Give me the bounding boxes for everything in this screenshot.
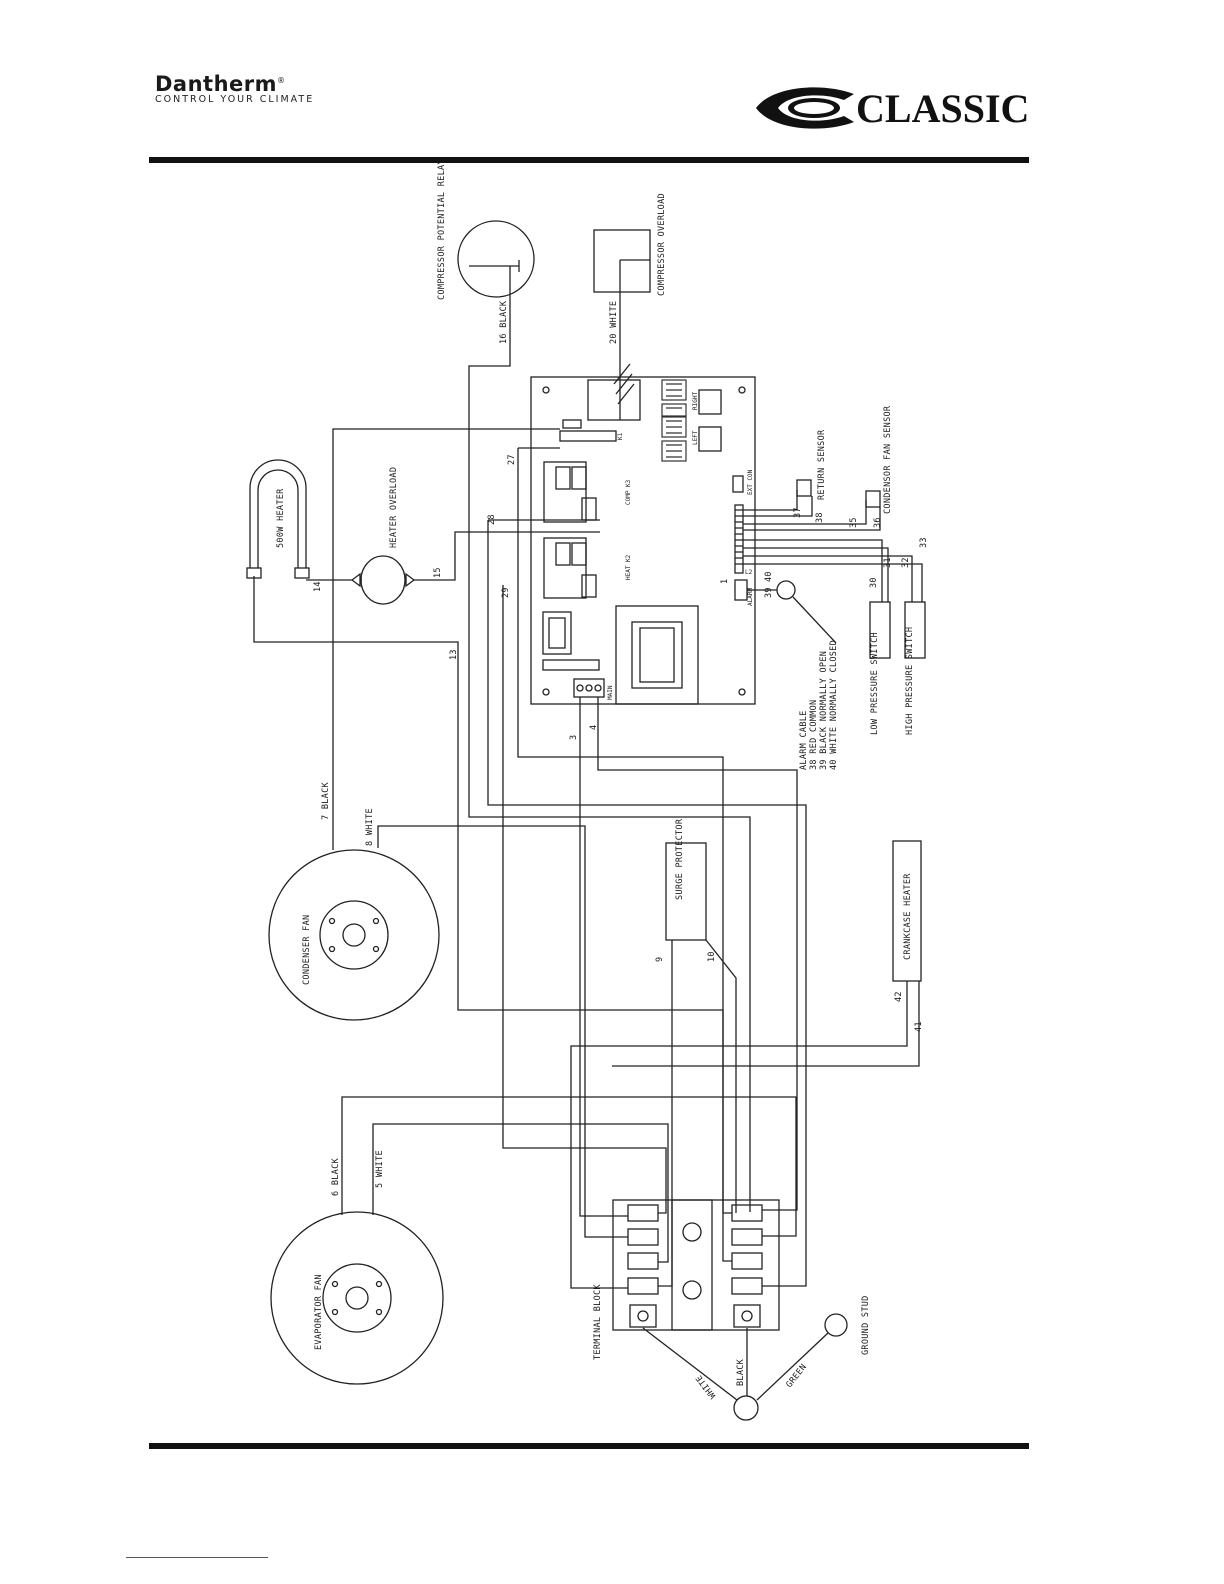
wire-9-label: 9 <box>655 957 665 962</box>
wire-15-label: 15 <box>433 567 443 578</box>
alarm-38-label: 38 RED COMMON <box>809 700 819 770</box>
power-cable <box>642 1327 829 1421</box>
wire-5-label: 5 WHITE <box>375 1150 385 1188</box>
alarm-cable-plug <box>776 580 796 600</box>
wire-6-label: 6 BLACK <box>331 1157 341 1196</box>
wire-39-label: 39 <box>764 587 774 598</box>
condenser-fan-label: CONDENSER FAN <box>302 915 312 985</box>
ground-stud-label: GROUND STUD <box>861 1295 871 1355</box>
alarm-40-label: 40 WHITE NORMALLY CLOSED <box>829 640 839 770</box>
condenser-fan-sensor: CONDENSOR FAN SENSOR <box>865 405 893 514</box>
crankcase-heater: CRANKCASE HEATER <box>892 840 922 982</box>
heater-label: 500W HEATER <box>276 488 286 548</box>
wire-4-label: 4 <box>589 725 599 730</box>
alarm-cable-label: ALARM CABLE <box>799 710 809 770</box>
high-pressure-switch: HIGH PRESSURE SWITCH <box>904 601 926 735</box>
high-pressure-switch-label: HIGH PRESSURE SWITCH <box>905 627 915 735</box>
wire-38-label: 38 <box>815 512 825 523</box>
left-display: LEFT <box>661 416 699 462</box>
wire-10-label: 10 <box>707 951 717 962</box>
wire-7-label: 7 BLACK <box>321 781 331 820</box>
compressor-relay-label: COMPRESSOR POTENTIAL RELAY <box>437 159 447 300</box>
right-display: RIGHT <box>661 379 699 417</box>
crankcase-heater-label: CRANKCASE HEATER <box>903 873 913 960</box>
footer-link-line <box>126 1557 268 1558</box>
wire-black-label: BLACK <box>736 1358 746 1386</box>
brand-name: Dantherm® <box>155 72 286 96</box>
wire-13-label: 13 <box>449 649 459 660</box>
wire-green-label: GREEN <box>784 1362 809 1390</box>
wire-28-label: 28 <box>487 514 497 525</box>
wire-42-label: 42 <box>894 991 904 1002</box>
return-sensor-label: RETURN SENSOR <box>817 429 827 500</box>
wire-41-label: 41 <box>914 1021 924 1032</box>
heater-overload-label: HEATER OVERLOAD <box>389 467 399 548</box>
wire-29-label: 29 <box>501 587 511 598</box>
wire-27-label: 27 <box>507 454 517 465</box>
footer-rule <box>149 1443 1029 1449</box>
wire-36-label: 36 <box>873 517 883 528</box>
comp-k3-label: COMP K3 <box>625 479 632 505</box>
condenser-fan-sensor-label: CONDENSOR FAN SENSOR <box>883 405 893 514</box>
surge-protector: SURGE PROTECTOR <box>665 818 707 941</box>
wire-16-label: 16 BLACK <box>499 300 509 344</box>
wire-35-label: 35 <box>849 517 859 528</box>
heater-overload: HEATER OVERLOAD <box>350 467 416 605</box>
wire-1-label: 1 <box>720 579 730 584</box>
right-button <box>698 389 722 415</box>
ground-stud: GROUND STUD <box>824 1295 871 1355</box>
compressor-overload: COMPRESSOR OVERLOAD <box>593 193 667 296</box>
wire-14-label: 14 <box>313 581 323 592</box>
classic-logo: CLASSIC <box>756 86 1029 131</box>
transformer <box>615 605 699 705</box>
left-display-label: LEFT <box>692 430 699 445</box>
wire-37-label: 37 <box>793 507 803 518</box>
evaporator-fan-label: EVAPORATOR FAN <box>314 1274 324 1350</box>
classic-logo-text: CLASSIC <box>856 86 1029 131</box>
compressor-relay: COMPRESSOR POTENTIAL RELAY <box>437 159 535 300</box>
alarm-cable-legend: ALARM CABLE 38 RED COMMON 39 BLACK NORMA… <box>799 640 839 770</box>
wire-8-label: 8 WHITE <box>365 808 375 846</box>
wire-33-label: 33 <box>919 537 929 548</box>
header-rule <box>149 157 1029 163</box>
low-pressure-switch-label: LOW PRESSURE SWITCH <box>870 632 880 735</box>
evaporator-fan: EVAPORATOR FAN <box>270 1211 444 1385</box>
wire-20-label: 20 WHITE <box>609 301 619 344</box>
heater: 500W HEATER <box>246 459 310 579</box>
alarm-label: ALARM <box>747 588 754 606</box>
left-button <box>698 426 722 452</box>
classic-swoosh-icon <box>756 87 854 129</box>
heat-k2-label: HEAT K2 <box>625 554 632 580</box>
wire-40-label: 40 <box>764 571 774 582</box>
right-display-label: RIGHT <box>692 392 699 410</box>
brand-tagline: CONTROL YOUR CLIMATE <box>155 94 315 105</box>
controller-board: LEFT RIGHT K1 COMP K3 HEAT K2 <box>530 376 756 705</box>
low-pressure-switch: LOW PRESSURE SWITCH <box>869 601 891 735</box>
return-sensor: RETURN SENSOR <box>796 429 827 500</box>
terminal-block-label: TERMINAL BLOCK <box>593 1284 603 1360</box>
terminal-block: TERMINAL BLOCK <box>593 1199 780 1360</box>
compressor-overload-label: COMPRESSOR OVERLOAD <box>657 193 667 296</box>
dantherm-logo: Dantherm® CONTROL YOUR CLIMATE <box>155 72 314 105</box>
alarm-39-label: 39 BLACK NORMALLY OPEN <box>819 651 829 770</box>
surge-protector-label: SURGE PROTECTOR <box>675 818 685 900</box>
main-label: MAIN <box>607 685 614 700</box>
condenser-fan: CONDENSER FAN <box>268 849 440 1021</box>
wire-32-label: 32 <box>901 557 911 568</box>
wire-30-label: 30 <box>869 577 879 588</box>
l2-label: L2 <box>745 569 753 576</box>
wire-31-label: 31 <box>883 557 893 568</box>
k1-label: K1 <box>617 432 624 440</box>
wire-3-label: 3 <box>569 735 579 740</box>
ext-con-label: EXT CON <box>747 469 754 495</box>
